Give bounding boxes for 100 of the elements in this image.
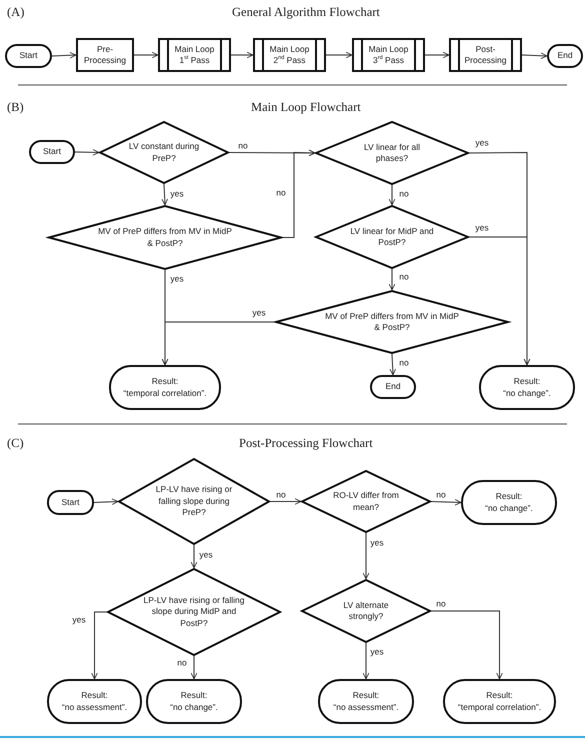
arrow bbox=[468, 236, 530, 366]
subroutine-box bbox=[352, 38, 425, 72]
node-label: End bbox=[557, 50, 573, 62]
decision-diamond bbox=[315, 205, 469, 269]
node-label: MV of PreP differs from MV in MidP & PostP? bbox=[97, 226, 233, 249]
result-terminator bbox=[318, 679, 414, 724]
node-label: LP-LV have rising or falling slope during MidP and PostP? bbox=[144, 594, 244, 630]
decision-diamond bbox=[301, 470, 431, 533]
arrow bbox=[326, 52, 352, 58]
result-terminator bbox=[479, 365, 575, 410]
edge-label: no bbox=[398, 272, 410, 282]
node-label: Start bbox=[20, 50, 38, 62]
node-label: Start bbox=[43, 146, 61, 158]
edge-label: yes bbox=[474, 138, 490, 148]
arrow bbox=[91, 612, 108, 680]
section-title: Main Loop Flowchart bbox=[251, 100, 361, 115]
decision-diamond bbox=[301, 579, 431, 643]
subroutine-box bbox=[253, 38, 326, 72]
node-label: “no change”. bbox=[503, 388, 551, 399]
node-label: Result: bbox=[496, 491, 522, 502]
edge-label: no bbox=[398, 189, 410, 199]
edge-label: no bbox=[398, 358, 410, 368]
node-label: LV alternate strongly? bbox=[342, 600, 390, 622]
node-label: “no assessment”. bbox=[333, 702, 399, 713]
arrow bbox=[390, 354, 396, 376]
arrow bbox=[94, 498, 118, 505]
node-label: RO-LV differ from mean? bbox=[332, 490, 400, 513]
section-title: General Algorithm Flowchart bbox=[232, 5, 380, 20]
arrow bbox=[162, 322, 276, 366]
edge-label: yes bbox=[71, 615, 87, 625]
arrow bbox=[522, 52, 548, 59]
edge-label: yes bbox=[474, 223, 490, 233]
node-label: Result: bbox=[486, 690, 513, 702]
node-label: Main Loop 1$^{st}$ Pass bbox=[174, 44, 216, 66]
node-label: Start bbox=[62, 496, 80, 508]
node-label: Result: bbox=[152, 376, 178, 388]
node-label: Main Loop 3$^{rd}$ Pass bbox=[368, 44, 410, 66]
arrow bbox=[362, 532, 370, 580]
arrow bbox=[388, 184, 396, 206]
node-label: Result: bbox=[514, 376, 540, 388]
subroutine-box bbox=[449, 38, 522, 72]
arrow bbox=[424, 52, 450, 58]
arrow bbox=[362, 642, 370, 680]
node-label: “no change”. bbox=[485, 502, 533, 514]
node-label: “no assessment”. bbox=[62, 702, 128, 713]
arrow bbox=[430, 610, 503, 680]
arrow bbox=[282, 150, 316, 238]
terminator bbox=[47, 490, 94, 515]
node-label: LV linear for MidP and PostP? bbox=[349, 226, 435, 248]
terminator bbox=[29, 140, 75, 164]
arrow bbox=[270, 498, 302, 505]
arrow bbox=[430, 499, 462, 506]
edge-label: yes bbox=[369, 538, 385, 548]
result-terminator bbox=[47, 679, 142, 724]
terminator bbox=[370, 375, 416, 399]
panel-letter: (A) bbox=[7, 5, 24, 20]
node-label: “temporal correlation”. bbox=[458, 702, 542, 713]
decision-diamond bbox=[315, 121, 469, 185]
result-terminator bbox=[146, 679, 242, 724]
arrow bbox=[190, 544, 198, 568]
decision-diamond bbox=[107, 568, 281, 656]
node-label: End bbox=[385, 381, 401, 393]
node-label: LV constant during PreP? bbox=[128, 141, 200, 164]
arrow bbox=[52, 52, 76, 58]
result-terminator bbox=[461, 480, 557, 525]
arrow bbox=[74, 149, 100, 156]
arrow bbox=[230, 52, 254, 58]
terminator bbox=[547, 44, 583, 68]
node-label: Main Loop 2$^{nd}$ Pass bbox=[268, 44, 310, 66]
arrow bbox=[190, 656, 198, 680]
subroutine-box bbox=[158, 38, 231, 72]
terminator bbox=[5, 44, 52, 68]
arrow bbox=[162, 184, 168, 206]
node-label: Pre-Processing bbox=[82, 44, 128, 66]
edge-label: yes bbox=[369, 647, 385, 657]
edge-label: yes bbox=[198, 550, 214, 560]
arrow bbox=[134, 52, 158, 58]
edge-label: no bbox=[275, 188, 287, 198]
section-title: Post-Processing Flowchart bbox=[239, 436, 373, 451]
node-label: MV of PreP differs from MV in MidP & PostP? bbox=[324, 310, 460, 334]
edge-label: no bbox=[176, 658, 188, 668]
edge-label: no bbox=[275, 490, 287, 500]
decision-diamond bbox=[48, 205, 282, 270]
decision-diamond bbox=[118, 458, 270, 545]
node-label: “no change”. bbox=[170, 702, 218, 713]
arrow bbox=[228, 150, 316, 156]
edge-label: yes bbox=[169, 189, 185, 199]
result-terminator bbox=[443, 679, 556, 724]
node-label: LV linear for all phases? bbox=[362, 142, 422, 164]
panel-letter: (B) bbox=[7, 100, 24, 115]
decision-diamond bbox=[99, 121, 229, 184]
node-label: Result: bbox=[180, 690, 208, 702]
edge-label: yes bbox=[169, 274, 185, 284]
node-label: Result: bbox=[81, 690, 108, 702]
panel-letter: (C) bbox=[7, 436, 24, 451]
node-label: Result: bbox=[352, 690, 380, 702]
node-label: Post-Processing bbox=[463, 44, 508, 66]
result-terminator bbox=[109, 365, 221, 410]
decision-diamond bbox=[275, 290, 509, 354]
edge-label: no bbox=[435, 599, 447, 609]
